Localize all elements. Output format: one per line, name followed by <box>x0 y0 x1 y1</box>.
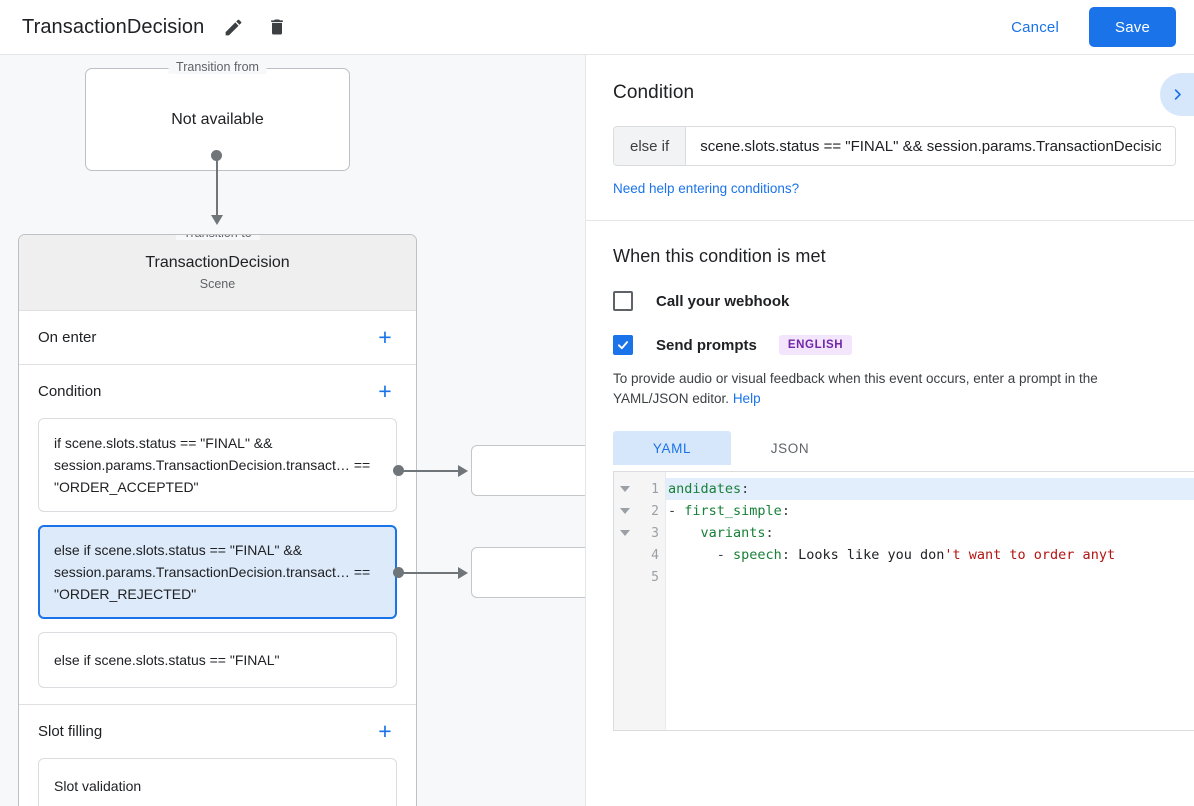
checkmark-icon <box>617 341 629 350</box>
fold-triangle-icon[interactable] <box>620 508 630 514</box>
section-title-slot-filling: Slot filling <box>38 723 103 740</box>
scene-header: TransactionDecision Scene <box>19 235 416 311</box>
top-bar: TransactionDecision Cancel Save <box>0 0 1194 55</box>
transition-from-value: Not available <box>171 110 264 128</box>
transition-to-legend: Transition to <box>175 235 260 240</box>
connector-arrowhead-rejected <box>458 567 468 579</box>
webhook-row[interactable]: Call your webhook <box>613 291 1167 311</box>
send-prompts-row[interactable]: Send prompts ENGLISH <box>613 335 1167 355</box>
flow-canvas[interactable]: Transition from Not available Transition… <box>0 55 585 806</box>
condition-help-link[interactable]: Need help entering conditions? <box>613 181 800 196</box>
condition-prefix-label: else if <box>614 127 687 165</box>
editor-line-number: 5 <box>651 569 659 585</box>
editor-format-tabs: YAML JSON <box>613 431 1167 465</box>
tab-yaml[interactable]: YAML <box>613 431 731 465</box>
chevron-right-icon <box>1174 89 1181 100</box>
condition-item-accepted[interactable]: if scene.slots.status == "FINAL" && sess… <box>38 418 397 512</box>
page-title: TransactionDecision <box>22 15 205 38</box>
add-condition-button[interactable]: + <box>378 378 392 404</box>
section-on-enter: On enter + <box>19 311 416 365</box>
collapse-panel-button[interactable] <box>1160 73 1194 116</box>
pencil-icon <box>225 19 242 35</box>
send-prompts-checkbox[interactable] <box>613 335 633 355</box>
save-button[interactable]: Save <box>1089 7 1176 47</box>
prompts-help-link[interactable]: Help <box>732 391 761 406</box>
fold-triangle-icon[interactable] <box>620 530 630 536</box>
condition-item-rejected[interactable]: else if scene.slots.status == "FINAL" &&… <box>38 525 397 619</box>
editor-line-number: 2 <box>614 500 665 522</box>
editor-code-line[interactable]: andidates: <box>666 478 1194 500</box>
tab-json[interactable]: JSON <box>770 440 810 456</box>
condition-input-row[interactable]: else if <box>613 126 1176 166</box>
section-head-condition: Condition + <box>38 365 397 418</box>
add-slot-filling-button[interactable]: + <box>378 718 392 744</box>
connector-arrowhead-down <box>211 215 223 225</box>
panel-divider <box>586 220 1194 221</box>
editor-code-area[interactable]: andidates: - first_simple: variants: - sp… <box>666 472 1194 730</box>
section-condition: Condition + if scene.slots.status == "FI… <box>19 365 416 705</box>
language-badge: ENGLISH <box>778 335 853 355</box>
editor-line-number: 4 <box>651 547 659 563</box>
slot-validation-item[interactable]: Slot validation <box>38 758 397 806</box>
section-title-condition: Condition <box>38 383 102 400</box>
top-bar-actions: Cancel Save <box>997 7 1194 47</box>
trash-icon <box>271 19 284 35</box>
prompts-helper-sentence: To provide audio or visual feedback when… <box>613 371 1098 406</box>
transition-to-scene-card: Transition to TransactionDecision Scene … <box>18 234 417 806</box>
when-condition-met-heading: When this condition is met <box>613 246 826 266</box>
section-head-slot-filling: Slot filling + <box>38 705 397 758</box>
scene-type: Scene <box>199 277 236 291</box>
transition-from-legend: Transition from <box>168 60 267 74</box>
connector-line-rejected <box>398 572 463 574</box>
editor-code-line[interactable] <box>666 566 1194 588</box>
target-box-rejected[interactable] <box>471 547 585 598</box>
editor-code-line[interactable]: - speech: Looks like you don't want to o… <box>668 547 1116 563</box>
send-prompts-label: Send prompts <box>656 336 757 354</box>
condition-detail-panel: Condition else if Need help entering con… <box>585 55 1194 806</box>
connector-arrowhead-accepted <box>458 465 468 477</box>
prompts-helper-text: To provide audio or visual feedback when… <box>613 369 1167 409</box>
delete-button[interactable] <box>262 12 292 42</box>
edit-pencil-button[interactable] <box>218 12 248 42</box>
cancel-button[interactable]: Cancel <box>997 11 1073 44</box>
section-slot-filling: Slot filling + Slot validation <box>19 705 416 806</box>
scene-name: TransactionDecision <box>145 254 290 271</box>
add-on-enter-button[interactable]: + <box>378 324 392 350</box>
when-condition-met-section: When this condition is met Call your web… <box>586 221 1194 731</box>
call-webhook-checkbox[interactable] <box>613 291 633 311</box>
section-head-on-enter: On enter + <box>38 311 397 364</box>
editor-line-number: 1 <box>614 478 665 500</box>
editor-line-number: 3 <box>614 522 665 544</box>
editor-code-line[interactable]: - first_simple: <box>668 503 790 519</box>
target-box-accepted[interactable] <box>471 445 585 496</box>
condition-item-final[interactable]: else if scene.slots.status == "FINAL" <box>38 632 397 688</box>
connector-line-accepted <box>398 470 463 472</box>
fold-triangle-icon[interactable] <box>620 486 630 492</box>
condition-expression-input[interactable] <box>686 127 1175 165</box>
connector-line-vertical <box>216 155 218 218</box>
call-webhook-label: Call your webhook <box>656 292 790 310</box>
section-title-on-enter: On enter <box>38 329 97 346</box>
editor-code-line[interactable]: variants: <box>700 525 774 541</box>
condition-panel-header: Condition else if Need help entering con… <box>586 55 1194 221</box>
condition-panel-title: Condition <box>613 82 695 103</box>
